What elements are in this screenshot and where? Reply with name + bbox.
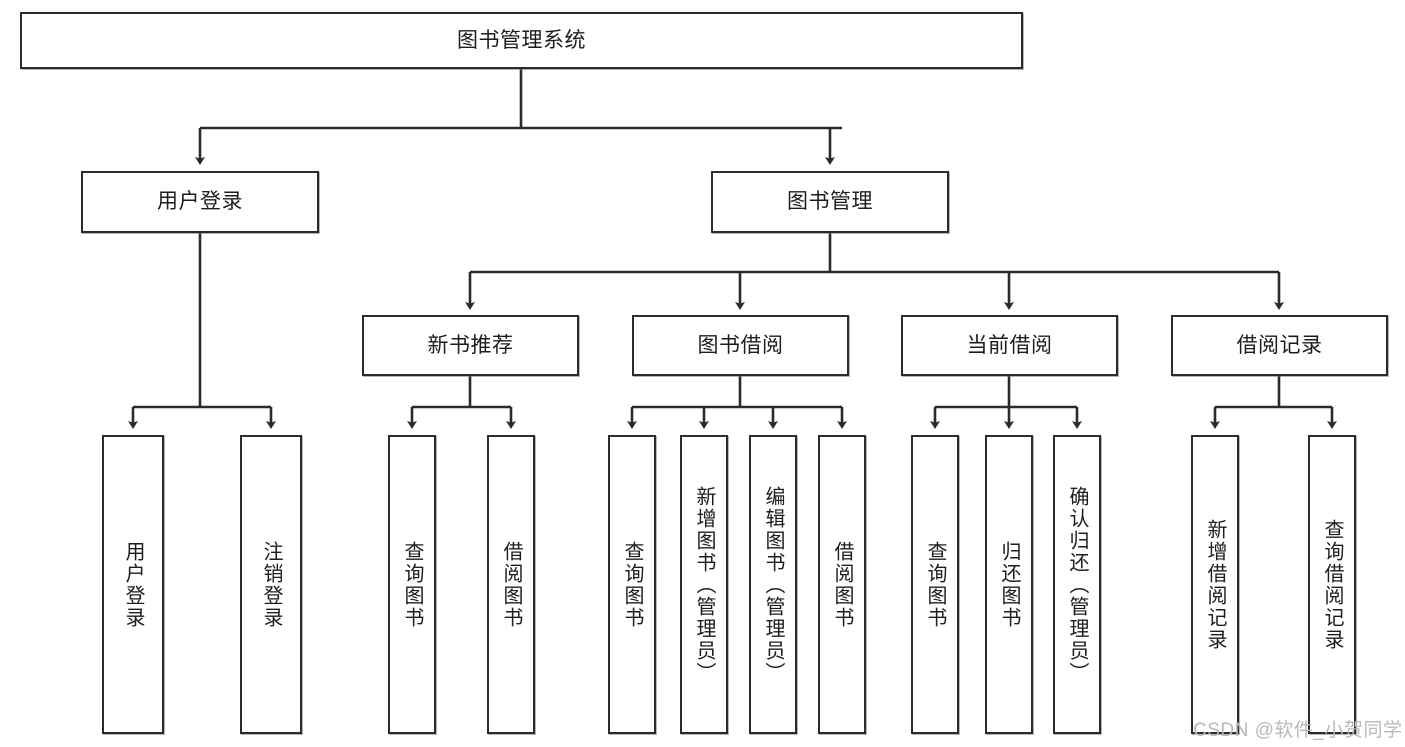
node-book-borrow-label: 图书借阅 xyxy=(697,333,784,357)
node-leaf-query-book-3[interactable]: 查询图书 xyxy=(911,435,959,734)
node-leaf-return-book-label: 归还图书 xyxy=(998,540,1020,629)
node-leaf-query-book-1-label: 查询图书 xyxy=(401,540,423,629)
node-root[interactable]: 图书管理系统 xyxy=(20,12,1023,69)
node-leaf-query-book-3-label: 查询图书 xyxy=(924,540,946,629)
node-user-login[interactable]: 用户登录 xyxy=(81,171,319,233)
node-leaf-query-book-1[interactable]: 查询图书 xyxy=(388,435,436,734)
node-book-borrow[interactable]: 图书借阅 xyxy=(632,315,849,376)
node-leaf-edit-book[interactable]: 编辑图书（管理员） xyxy=(749,435,797,734)
node-leaf-user-login[interactable]: 用户登录 xyxy=(102,435,164,734)
node-leaf-query-record-label: 查询借阅记录 xyxy=(1321,518,1343,651)
node-user-login-label: 用户登录 xyxy=(157,190,243,214)
node-leaf-query-book-2-label: 查询图书 xyxy=(621,540,643,629)
node-leaf-add-book-label: 新增图书（管理员） xyxy=(693,485,715,684)
node-book-manage[interactable]: 图书管理 xyxy=(711,171,949,233)
node-leaf-query-record[interactable]: 查询借阅记录 xyxy=(1308,435,1356,734)
node-leaf-add-record-label: 新增借阅记录 xyxy=(1204,518,1226,651)
node-leaf-user-logout-label: 注销登录 xyxy=(260,540,282,629)
node-leaf-borrow-book-2[interactable]: 借阅图书 xyxy=(818,435,866,734)
node-current-borrow[interactable]: 当前借阅 xyxy=(901,315,1118,376)
node-leaf-borrow-book-1-label: 借阅图书 xyxy=(500,540,522,629)
node-leaf-edit-book-label: 编辑图书（管理员） xyxy=(762,485,784,684)
node-leaf-borrow-book-2-label: 借阅图书 xyxy=(831,540,853,629)
node-leaf-add-record[interactable]: 新增借阅记录 xyxy=(1191,435,1239,734)
node-borrow-record[interactable]: 借阅记录 xyxy=(1171,315,1388,376)
node-leaf-add-book[interactable]: 新增图书（管理员） xyxy=(680,435,728,734)
node-new-book-rec-label: 新书推荐 xyxy=(427,333,514,357)
node-new-book-rec[interactable]: 新书推荐 xyxy=(362,315,579,376)
node-leaf-confirm-return[interactable]: 确认归还（管理员） xyxy=(1053,435,1101,734)
node-leaf-user-login-label: 用户登录 xyxy=(122,540,144,629)
watermark-text: CSDN @软件_小贺同学 xyxy=(1193,720,1403,741)
node-book-manage-label: 图书管理 xyxy=(787,190,873,214)
node-current-borrow-label: 当前借阅 xyxy=(966,333,1053,357)
node-leaf-borrow-book-1[interactable]: 借阅图书 xyxy=(487,435,535,734)
node-root-label: 图书管理系统 xyxy=(457,28,586,52)
node-leaf-query-book-2[interactable]: 查询图书 xyxy=(608,435,656,734)
node-leaf-return-book[interactable]: 归还图书 xyxy=(985,435,1033,734)
node-leaf-user-logout[interactable]: 注销登录 xyxy=(240,435,302,734)
node-leaf-confirm-return-label: 确认归还（管理员） xyxy=(1066,485,1088,684)
node-borrow-record-label: 借阅记录 xyxy=(1236,333,1323,357)
